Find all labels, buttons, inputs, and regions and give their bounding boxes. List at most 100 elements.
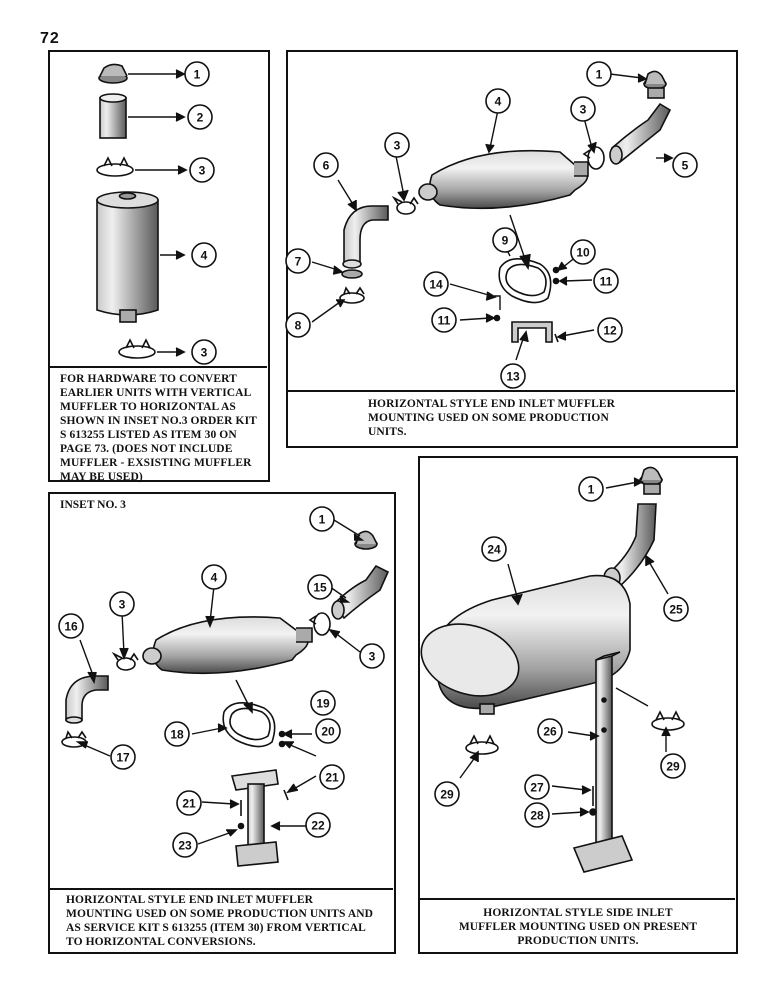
callout-number: 1 [194, 68, 201, 82]
callout-balloon: 24 [481, 536, 507, 562]
side-inlet-panel [418, 456, 738, 954]
reducer-ring [341, 269, 363, 279]
callout-balloon: 3 [359, 643, 385, 669]
rain-cap [98, 63, 128, 84]
callout-balloon: 26 [537, 718, 563, 744]
callout-balloon: 18 [164, 721, 190, 747]
callout-number: 2 [197, 111, 204, 125]
side-inlet-muffler [420, 574, 631, 715]
callout-number: 11 [600, 275, 613, 289]
callout-number: 16 [64, 620, 78, 634]
callout-balloon: 28 [524, 802, 550, 828]
callout-number: 5 [682, 159, 689, 173]
callout-number: 3 [369, 650, 376, 664]
callout-number: 14 [429, 278, 443, 292]
clamp [651, 710, 685, 731]
elbow-pipe [65, 675, 109, 724]
support-post [572, 651, 634, 873]
callout-number: 27 [530, 781, 544, 795]
callout-balloon: 8 [285, 312, 311, 338]
callout-number: 3 [199, 164, 206, 178]
callout-balloon: 12 [597, 317, 623, 343]
callout-balloon: 2 [187, 104, 213, 130]
callout-balloon: 16 [58, 613, 84, 639]
callout-number: 9 [502, 234, 509, 248]
side-inlet-caption-divider [419, 898, 735, 900]
vertical-note-divider [49, 366, 267, 368]
callout-balloon: 5 [672, 152, 698, 178]
callout-balloon: 22 [305, 812, 331, 838]
callout-balloon: 1 [309, 506, 335, 532]
rain-cap [354, 530, 378, 550]
callout-number: 15 [313, 581, 327, 595]
callout-balloon: 4 [191, 242, 217, 268]
callout-balloon: 3 [189, 157, 215, 183]
bracket [511, 321, 553, 343]
muffler-band [498, 258, 552, 304]
rain-cap [639, 466, 663, 495]
callout-balloon: 4 [201, 564, 227, 590]
callout-balloon: 7 [285, 248, 311, 274]
rain-cap [643, 70, 667, 99]
end-inlet-caption-divider [287, 390, 735, 392]
end-inlet-caption: HORIZONTAL STYLE END INLET MUFFLER MOUNT… [368, 398, 616, 438]
callout-number: 6 [323, 159, 330, 173]
elbow-pipe [342, 205, 389, 269]
callout-balloon: 3 [384, 132, 410, 158]
callout-number: 22 [311, 819, 325, 833]
callout-number: 21 [325, 771, 339, 785]
callout-balloon: 21 [176, 790, 202, 816]
clamp [582, 146, 605, 170]
callout-balloon: 23 [172, 832, 198, 858]
callout-balloon: 11 [593, 268, 619, 294]
callout-balloon: 19 [310, 690, 336, 716]
callout-number: 21 [182, 797, 196, 811]
side-inlet-caption: HORIZONTAL STYLE SIDE INLET MUFFLER MOUN… [458, 907, 698, 947]
elbow-pipe [331, 564, 390, 620]
callout-balloon: 17 [110, 744, 136, 770]
callout-number: 18 [170, 728, 184, 742]
clamp [118, 338, 156, 359]
callout-number: 1 [596, 68, 603, 82]
callout-balloon: 25 [663, 596, 689, 622]
clamp [465, 734, 499, 755]
callout-number: 29 [666, 760, 680, 774]
callout-number: 1 [319, 513, 326, 527]
callout-balloon: 3 [109, 591, 135, 617]
callout-balloon: 3 [570, 96, 596, 122]
callout-number: 8 [295, 319, 302, 333]
callout-number: 26 [543, 725, 557, 739]
horizontal-muffler [142, 616, 313, 675]
side-elbow-pipe [603, 503, 657, 589]
callout-balloon: 4 [485, 88, 511, 114]
clamp [111, 651, 139, 671]
inset3-caption: HORIZONTAL STYLE END INLET MUFFLER MOUNT… [66, 894, 374, 948]
callout-number: 19 [316, 697, 330, 711]
callout-number: 24 [487, 543, 501, 557]
vertical-muffler [96, 191, 159, 323]
support-stand [230, 769, 279, 867]
callout-balloon: 20 [315, 718, 341, 744]
callout-number: 3 [580, 103, 587, 117]
callout-number: 10 [576, 246, 590, 260]
clamp [96, 156, 134, 177]
extension-pipe [99, 93, 127, 139]
callout-balloon: 10 [570, 239, 596, 265]
callout-number: 17 [116, 751, 130, 765]
callout-number: 23 [178, 839, 192, 853]
callout-balloon: 9 [492, 227, 518, 253]
callout-number: 1 [588, 483, 595, 497]
callout-number: 25 [669, 603, 683, 617]
callout-balloon: 6 [313, 152, 339, 178]
callout-balloon: 21 [319, 764, 345, 790]
elbow-pipe [609, 102, 672, 165]
callout-number: 13 [506, 370, 520, 384]
callout-number: 3 [201, 346, 208, 360]
inset-3-panel [48, 492, 396, 954]
callout-number: 29 [440, 788, 454, 802]
callout-balloon: 1 [184, 61, 210, 87]
callout-number: 3 [119, 598, 126, 612]
callout-number: 28 [530, 809, 544, 823]
callout-number: 12 [603, 324, 617, 338]
